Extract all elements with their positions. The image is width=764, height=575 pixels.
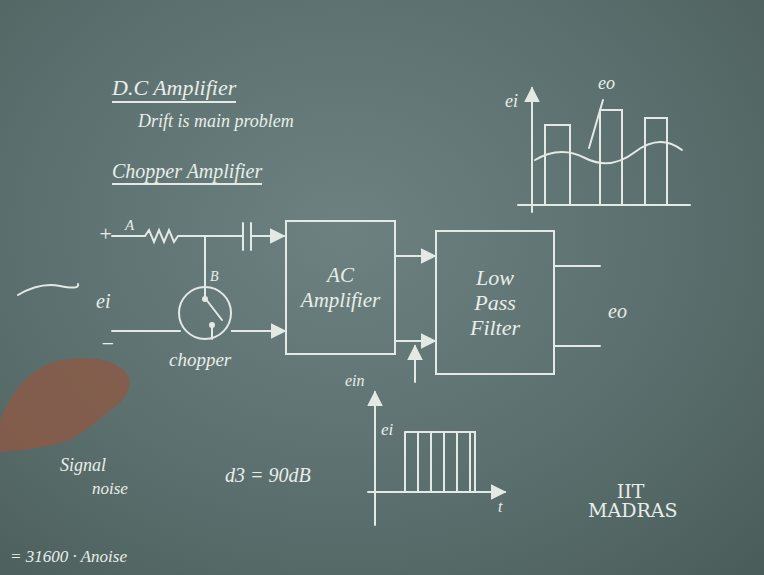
leader-line	[589, 100, 603, 148]
signal-name: eo	[608, 300, 627, 322]
terminal-sign: −	[100, 332, 115, 356]
chalk-stroke	[18, 284, 78, 295]
hand	[0, 358, 130, 452]
axis-label: t	[498, 498, 502, 516]
graph-axis	[374, 392, 376, 525]
pulse-train	[405, 432, 475, 492]
heading: D.C Amplifier	[112, 76, 236, 103]
axis-label: ein	[345, 372, 365, 390]
watermark: IIT MADRAS	[588, 482, 673, 520]
chopper-node: chopper	[179, 287, 231, 339]
pointer-arrow	[414, 346, 416, 382]
terminal-sign: +	[98, 222, 113, 246]
node-text: chopper	[169, 349, 231, 371]
graph-axis	[518, 204, 690, 206]
graph-axis	[531, 88, 533, 212]
axis-label: ei	[505, 92, 518, 112]
node-text: AC Amplifier	[293, 263, 388, 311]
capacitor-symbol	[243, 223, 251, 250]
input-wire	[251, 235, 284, 237]
graph-axis	[368, 491, 505, 493]
point-name: B	[210, 269, 219, 284]
signal-name: ei	[96, 290, 110, 312]
note: Drift is main problem	[138, 112, 294, 132]
signal-wire	[231, 330, 285, 332]
signal-wire	[396, 340, 435, 342]
output-wave	[535, 142, 682, 163]
node-text: Low Pass Filter	[460, 265, 530, 341]
note: Signal	[60, 456, 106, 476]
chopper-circle	[179, 287, 231, 339]
switch-contact	[203, 297, 207, 301]
point-name: A	[125, 217, 134, 234]
process-box: AC Amplifier	[285, 220, 396, 355]
chopped-bars	[545, 110, 667, 205]
switch-symbol	[205, 288, 222, 339]
note: = 31600 · Anoise	[10, 548, 127, 567]
curve-label: eo	[598, 74, 615, 94]
axis-label: ei	[381, 421, 393, 440]
signal-wire	[396, 255, 435, 257]
output-wire	[555, 266, 600, 346]
heading: Chopper Amplifier	[112, 160, 262, 185]
chopper-wire	[204, 236, 206, 288]
process-box: Low Pass Filter	[435, 230, 555, 375]
note: d3 = 90dB	[225, 464, 311, 486]
switch-contact	[210, 323, 214, 327]
ground-wire	[112, 330, 180, 332]
note: noise	[92, 480, 128, 499]
